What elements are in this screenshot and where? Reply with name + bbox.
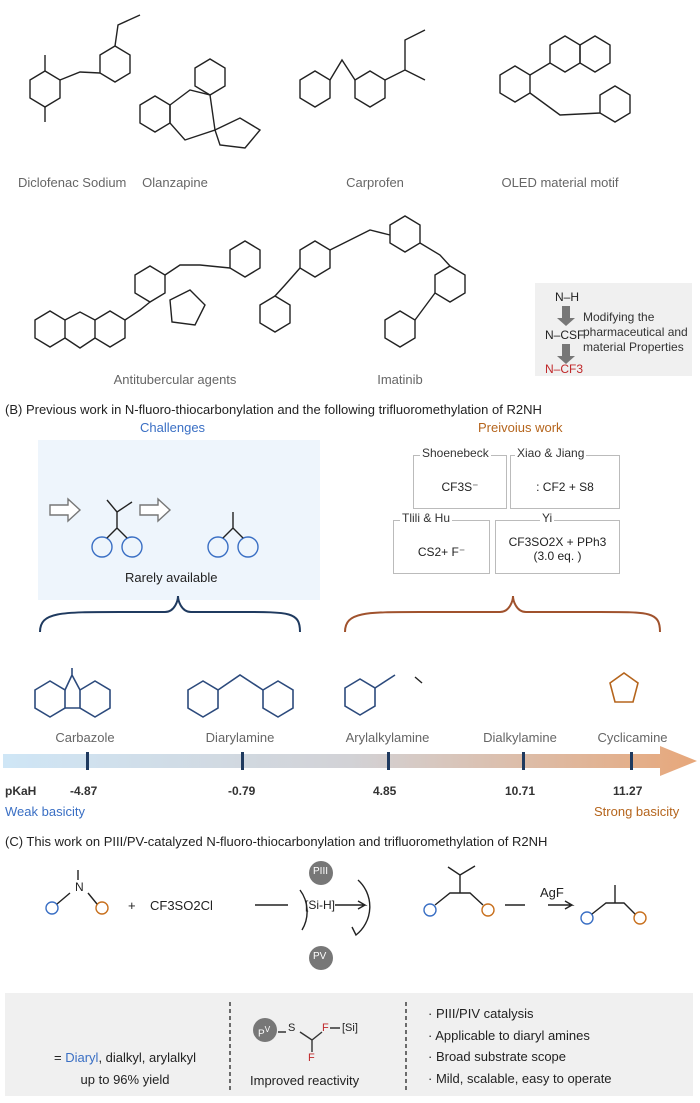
compound-label: Diclofenac Sodium [18, 175, 127, 190]
feature-item: · Applicable to diaryl amines [428, 1027, 590, 1043]
pka-value: 4.85 [373, 784, 397, 798]
si-h-label: [Si-H] [305, 898, 335, 912]
modify-text: Modifying the pharmaceutical and materia… [583, 310, 688, 354]
compound-label: Carprofen [346, 175, 404, 190]
f-atom: F [308, 1052, 315, 1064]
oled-structure [499, 35, 631, 123]
ref-name: Shoenebeck [420, 446, 491, 460]
reactivity-text: Improved reactivity [250, 1073, 360, 1088]
amine-label: Arylalkylamine [345, 730, 430, 745]
amine-label: Diarylamine [205, 730, 275, 745]
pka-tick [86, 752, 89, 770]
pka-value: 11.27 [613, 784, 643, 798]
rest: , dialkyl, arylalkyl [98, 1050, 196, 1065]
pka-value: 10.71 [505, 784, 536, 798]
strong-basicity: Strong basicity [594, 804, 680, 819]
reagent: CF3S⁻ [441, 480, 479, 494]
feature-item: · Broad substrate scope [428, 1049, 567, 1064]
imatinib-structure [259, 215, 466, 348]
plus-sign: + [128, 898, 136, 913]
nh-step: N–H [555, 290, 580, 304]
ref-box-shoenebeck: CF3S⁻ [413, 455, 507, 509]
pka-value: -4.87 [70, 784, 98, 798]
compound-label: OLED material motif [501, 175, 619, 190]
p3-label: PIII [313, 866, 329, 877]
ref-name: Yi [540, 511, 555, 525]
f-atom: F [322, 1022, 329, 1034]
reagent: : CF2 + S8 [536, 480, 594, 494]
olanzapine-structure [139, 58, 262, 149]
s-atom: S [288, 1022, 296, 1034]
reagent: CS2+ F⁻ [417, 545, 466, 559]
ref-box-yi: CF3SO2X + PPh3 (3.0 eq. ) [495, 520, 620, 574]
antitubercular-structure [34, 240, 261, 349]
diaryl: Diaryl [65, 1050, 99, 1065]
weak-basicity: Weak basicity [5, 804, 85, 819]
rarely-available-label: Rarely available [125, 570, 218, 585]
reagent: CF3SO2X + PPh3 (3.0 eq. ) [508, 535, 607, 563]
feature-item: · Mild, scalable, easy to operate [428, 1070, 612, 1086]
feature-item: · PIII/PIV catalysis [428, 1006, 534, 1021]
reagent: CF3SO2Cl [150, 898, 213, 913]
pka-tick [387, 752, 390, 770]
pka-tick [522, 752, 525, 770]
pka-tick [241, 752, 244, 770]
compound-label: Antitubercular agents [113, 372, 237, 387]
features-list: · PIII/PIV catalysis · Applicable to dia… [428, 1003, 612, 1089]
ncsf-step: N–CSF [545, 328, 585, 342]
compound-label: Imatinib [377, 372, 423, 387]
section-c-title: (C) This work on PIII/PV-catalyzed N-flu… [5, 834, 548, 849]
pka-tick [630, 752, 633, 770]
section-b-title: (B) Previous work in N-fluoro-thiocarbon… [5, 402, 542, 417]
carprofen-structure [299, 29, 426, 108]
pka-value: -0.79 [228, 784, 256, 798]
amine-label: Carbazole [55, 730, 115, 745]
ref-name: Xiao & Jiang [515, 446, 587, 460]
ncf3-step: N–CF3 [545, 362, 584, 376]
diclofenac-structure [29, 14, 141, 122]
nh-atom: N [75, 880, 84, 894]
pv-badge: PV [258, 1024, 271, 1040]
pv-label: PV [313, 951, 327, 962]
previous-work-label: Preivoius work [478, 420, 563, 435]
si-label: [Si] [342, 1022, 358, 1034]
ref-box-tlili-hu: CS2+ F⁻ [393, 520, 490, 574]
amine-label: Cyclicamine [597, 730, 668, 745]
amine-label: Dialkylamine [483, 730, 557, 745]
ref-name: Tlili & Hu [400, 511, 453, 525]
challenges-label: Challenges [140, 420, 206, 435]
compound-label: Olanzapine [142, 175, 208, 190]
yield-text: up to 96% yield [80, 1072, 170, 1087]
ref-box-xiao-jiang: : CF2 + S8 [510, 455, 620, 509]
substituent-text: = Diaryl, dialkyl, arylalkyl [54, 1050, 196, 1065]
agf-label: AgF [540, 885, 564, 900]
pka-label: pKaH [5, 784, 37, 798]
